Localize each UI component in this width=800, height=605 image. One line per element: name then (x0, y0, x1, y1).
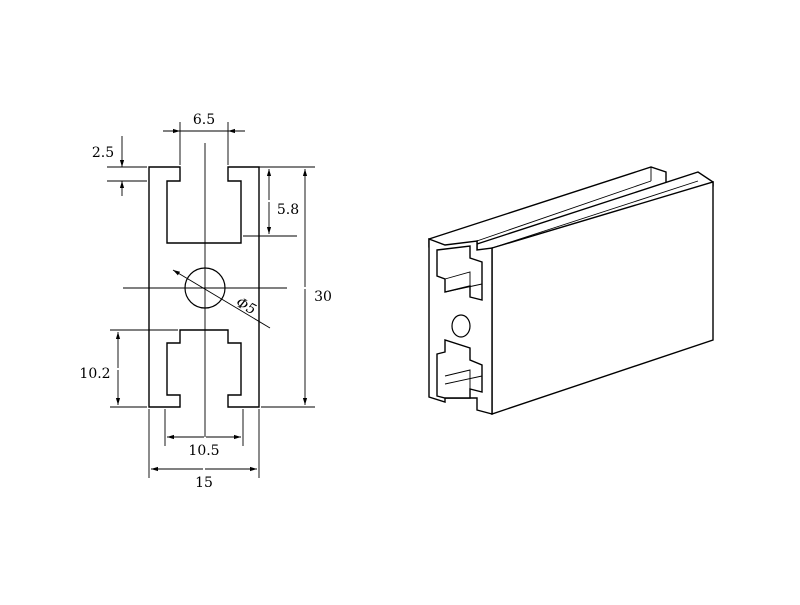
dim-label-slot-depth: 5.8 (277, 202, 299, 218)
dim-height: 30 (261, 166, 332, 408)
dim-slot-height: 10.2 (79, 329, 178, 408)
profile-outline (148, 166, 260, 408)
dim-slot-inner-width: 10.5 (164, 409, 244, 459)
iso-hole (451, 314, 471, 338)
dim-label-slot-height: 10.2 (79, 366, 110, 382)
dim-label-slot-inner-width: 10.5 (188, 443, 219, 459)
dim-label-lip-depth: 2.5 (92, 145, 114, 161)
dim-slot-opening: 6.5 (163, 112, 245, 165)
front-view (123, 143, 287, 437)
dim-label-height: 30 (314, 289, 332, 305)
dim-label-slot-opening: 6.5 (193, 112, 215, 128)
isometric-view (428, 166, 714, 415)
dim-width: 15 (148, 409, 260, 491)
dim-lip-depth: 2.5 (92, 136, 147, 196)
dim-label-width: 15 (195, 475, 213, 491)
